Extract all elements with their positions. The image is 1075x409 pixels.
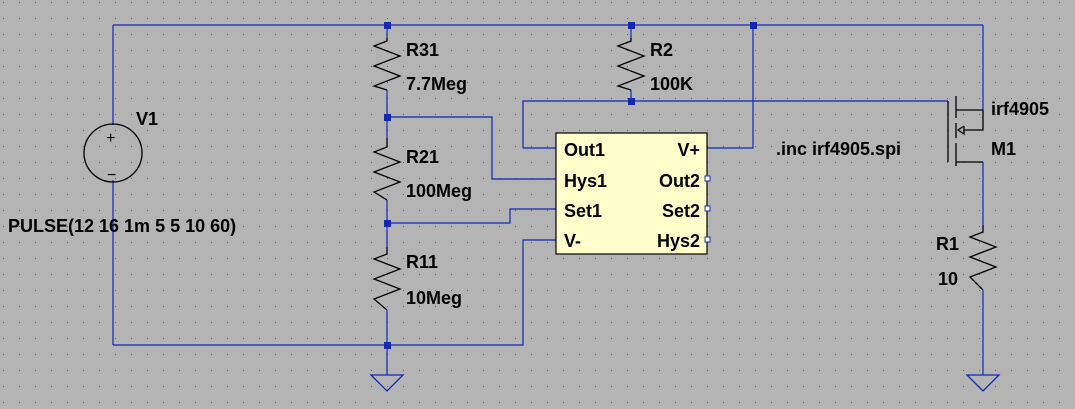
source-minus-sign: − [107, 167, 116, 184]
resistor-name-label: R1 [936, 234, 959, 254]
wire-vplus [707, 25, 754, 149]
pin-out2-label: Out2 [659, 171, 700, 191]
pin-hys1-label: Hys1 [564, 171, 607, 191]
comparator-body [555, 132, 708, 255]
wires [112, 24, 984, 375]
resistor-zigzag-icon [372, 247, 402, 311]
wire-bottom-rail [113, 239, 556, 346]
spice-directive[interactable]: .inc irf4905.spi [776, 139, 901, 159]
resistor-zigzag-icon [968, 225, 998, 291]
resistor-value-label: 7.7Meg [406, 74, 467, 94]
mosfet-name-label: M1 [991, 139, 1016, 159]
source-circle-icon [83, 123, 143, 183]
resistor-value-label: 10Meg [406, 288, 462, 308]
resistor-zigzag-icon [372, 138, 402, 201]
unconnected-pin-marker [704, 175, 711, 182]
resistor-value-label: 10 [938, 269, 958, 289]
pin-set1-label: Set1 [564, 201, 602, 221]
resistor-r31[interactable]: R31 7.7Meg [372, 38, 467, 94]
resistor-r1[interactable]: R1 10 [936, 225, 998, 291]
mosfet-body-lead [964, 110, 984, 131]
pin-out1-label: Out1 [564, 140, 605, 160]
junction-dot [628, 98, 635, 105]
resistor-name-label: R11 [406, 252, 438, 272]
junction-dot [384, 342, 391, 349]
mosfet-model-label: irf4905 [991, 99, 1049, 119]
resistor-value-label: 100K [650, 74, 693, 94]
voltage-source-v1[interactable]: + − V1 PULSE(12 16 1m 5 5 10 60) [8, 109, 236, 236]
junction-dot [384, 114, 391, 121]
source-plus-sign: + [106, 130, 115, 147]
resistor-value-label: 100Meg [406, 181, 472, 201]
source-value-label: PULSE(12 16 1m 5 5 10 60) [8, 216, 236, 236]
junction-dot [628, 22, 635, 29]
mosfet-m1[interactable]: irf4905 M1 [947, 96, 1049, 166]
unconnected-pin-marker [704, 205, 711, 212]
junction-dot [384, 220, 391, 227]
resistor-name-label: R2 [650, 40, 673, 60]
pin-vplus-label: V+ [677, 140, 700, 160]
ground-symbol-left [369, 374, 405, 392]
junction-dot [750, 22, 757, 29]
ground-icon [369, 374, 405, 392]
source-name-label: V1 [136, 109, 158, 129]
ground-icon [965, 374, 1001, 392]
resistor-name-label: R21 [406, 147, 439, 167]
wire-hys1 [387, 116, 556, 180]
unconnected-pin-marker [704, 236, 711, 243]
pin-vminus-label: V- [564, 231, 581, 251]
pin-set2-label: Set2 [662, 201, 700, 221]
comparator-block[interactable]: Out1 Hys1 Set1 V- V+ Out2 Set2 Hys2 [555, 132, 711, 255]
wire-set1 [387, 208, 556, 224]
wire-out1-gate [522, 100, 948, 148]
pin-hys2-label: Hys2 [657, 231, 700, 251]
resistor-zigzag-icon [616, 38, 646, 91]
junction-dot [384, 22, 391, 29]
ground-symbol-right [965, 374, 1001, 392]
resistor-r21[interactable]: R21 100Meg [372, 138, 472, 201]
resistor-r2[interactable]: R2 100K [616, 38, 693, 94]
resistor-name-label: R31 [406, 40, 439, 60]
resistor-r11[interactable]: R11 10Meg [372, 247, 462, 311]
resistor-zigzag-icon [372, 38, 402, 91]
junctions [384, 22, 757, 349]
mosfet-arrow-icon [956, 125, 965, 136]
